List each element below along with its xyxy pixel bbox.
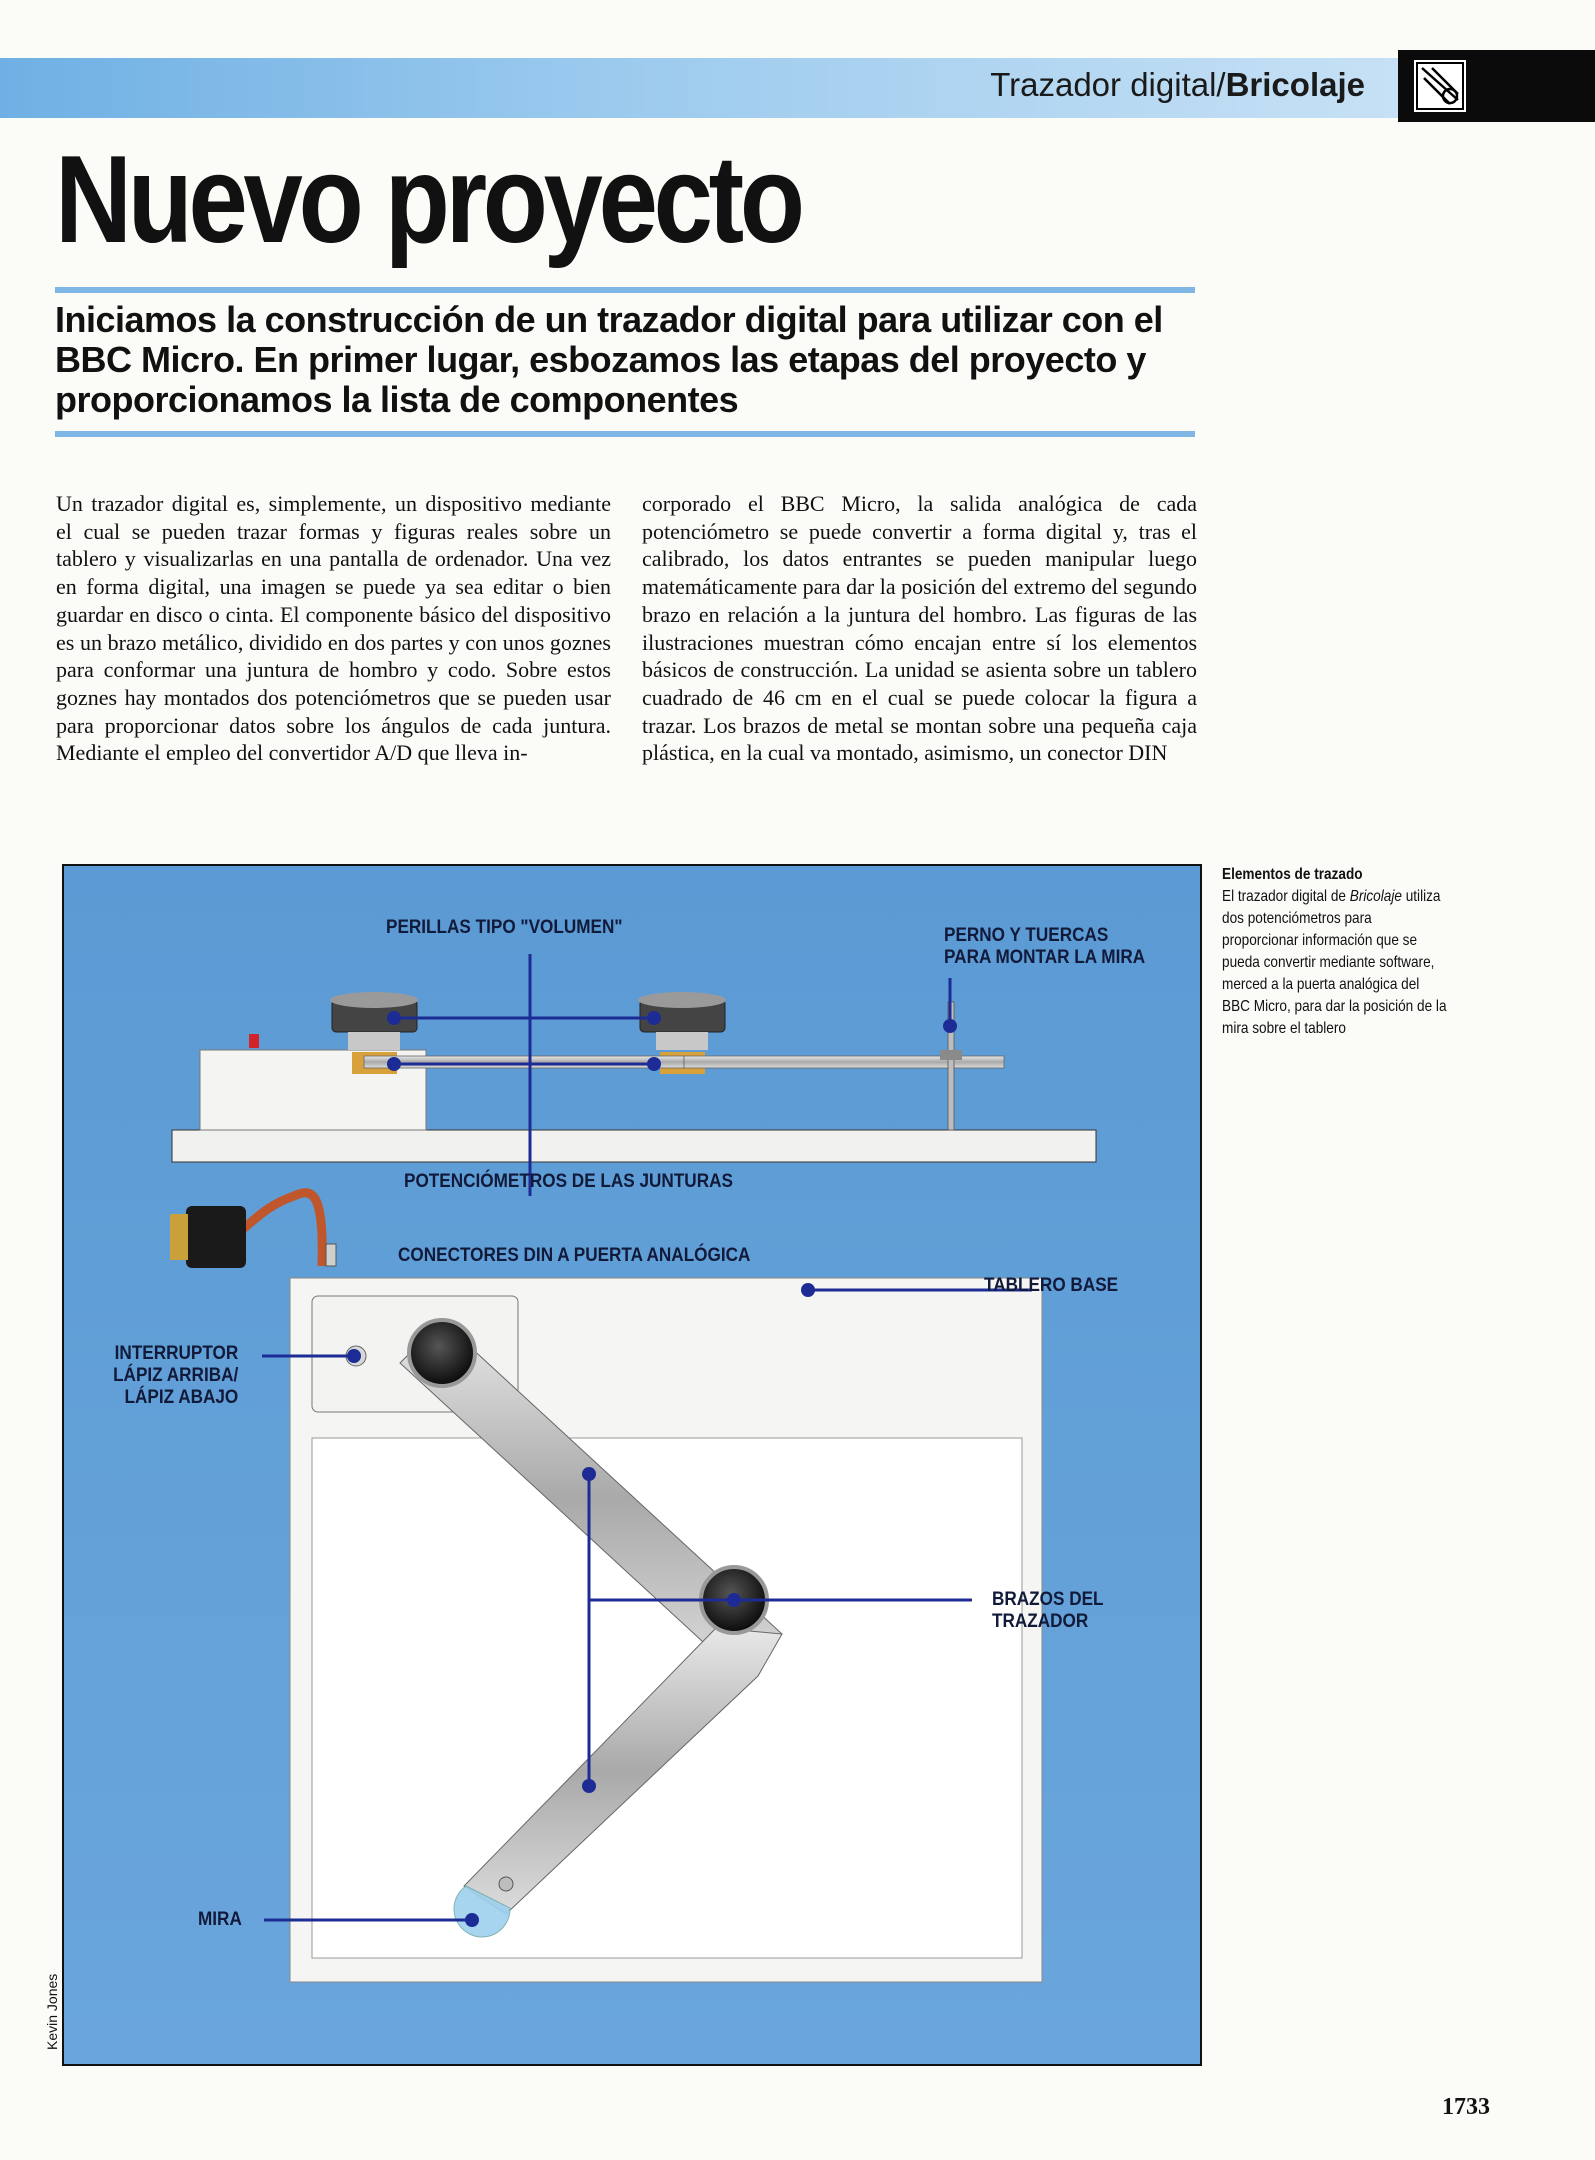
caption-title: Elementos de trazado xyxy=(1222,866,1363,883)
din-cable xyxy=(231,1188,327,1267)
section-name-bold: Bricolaje xyxy=(1225,66,1365,103)
deck-text: Iniciamos la construcción de un trazador… xyxy=(55,299,1163,420)
label-conectores: CONECTORES DIN A PUERTA ANALÓGICA xyxy=(398,1244,751,1266)
din-plug-small xyxy=(325,1243,337,1267)
deck-rule-bottom xyxy=(55,431,1195,437)
drafting-icon xyxy=(1414,60,1466,112)
din-plug-gold xyxy=(170,1214,188,1260)
side-base-board xyxy=(171,1129,1097,1163)
sight-bolt xyxy=(498,1876,514,1892)
plotter-illustration: PERILLAS TIPO "VOLUMEN" PERNO Y TUERCAS … xyxy=(62,864,1202,2066)
label-potenciometros: POTENCIÓMETROS DE LAS JUNTURAS xyxy=(404,1170,733,1192)
body-column-2: corporado el BBC Micro, la salida analóg… xyxy=(642,491,1197,766)
deck-rule-top xyxy=(55,287,1195,293)
section-header: Trazador digital/Bricolaje xyxy=(990,66,1365,104)
side-nut xyxy=(940,1050,962,1060)
side-knob-right xyxy=(638,992,726,1074)
side-button xyxy=(249,1034,259,1048)
label-perillas: PERILLAS TIPO "VOLUMEN" xyxy=(386,916,623,938)
illustration-credit: Kevin Jones xyxy=(44,1973,60,2050)
side-arm-1 xyxy=(363,1055,685,1069)
label-mira: MIRA xyxy=(198,1908,242,1930)
caption-text-italic: Bricolaje xyxy=(1349,888,1402,905)
caption-text-before: El trazador digital de xyxy=(1222,888,1350,905)
label-brazos: BRAZOS DEL TRAZADOR xyxy=(992,1588,1104,1632)
body-column-1: Un trazador digital es, simplemente, un … xyxy=(56,491,611,766)
figure-caption: Elementos de trazado El trazador digital… xyxy=(1222,864,1450,1040)
din-plug-black xyxy=(186,1206,246,1268)
shoulder-knob xyxy=(407,1318,477,1388)
caption-text-after: utiliza dos potenciómetros para proporci… xyxy=(1222,888,1447,1037)
section-name: Trazador digital/ xyxy=(990,66,1226,103)
leader-dots xyxy=(347,1011,957,1927)
header-band xyxy=(0,58,1413,118)
label-perno: PERNO Y TUERCAS PARA MONTAR LA MIRA xyxy=(944,924,1146,968)
leader-lines xyxy=(262,954,1032,1922)
label-tablero: TABLERO BASE xyxy=(984,1274,1119,1296)
caption-text: El trazador digital de Bricolaje utiliza… xyxy=(1222,886,1450,1040)
page-title: Nuevo proyecto xyxy=(55,131,805,269)
plotter-drawing xyxy=(170,954,1097,1983)
label-interruptor: INTERRUPTOR LÁPIZ ARRIBA/ LÁPIZ ABAJO xyxy=(112,1342,238,1408)
page-number: 1733 xyxy=(1442,2094,1490,2120)
side-arm-2 xyxy=(683,1055,1005,1069)
series-logo xyxy=(1398,50,1595,122)
